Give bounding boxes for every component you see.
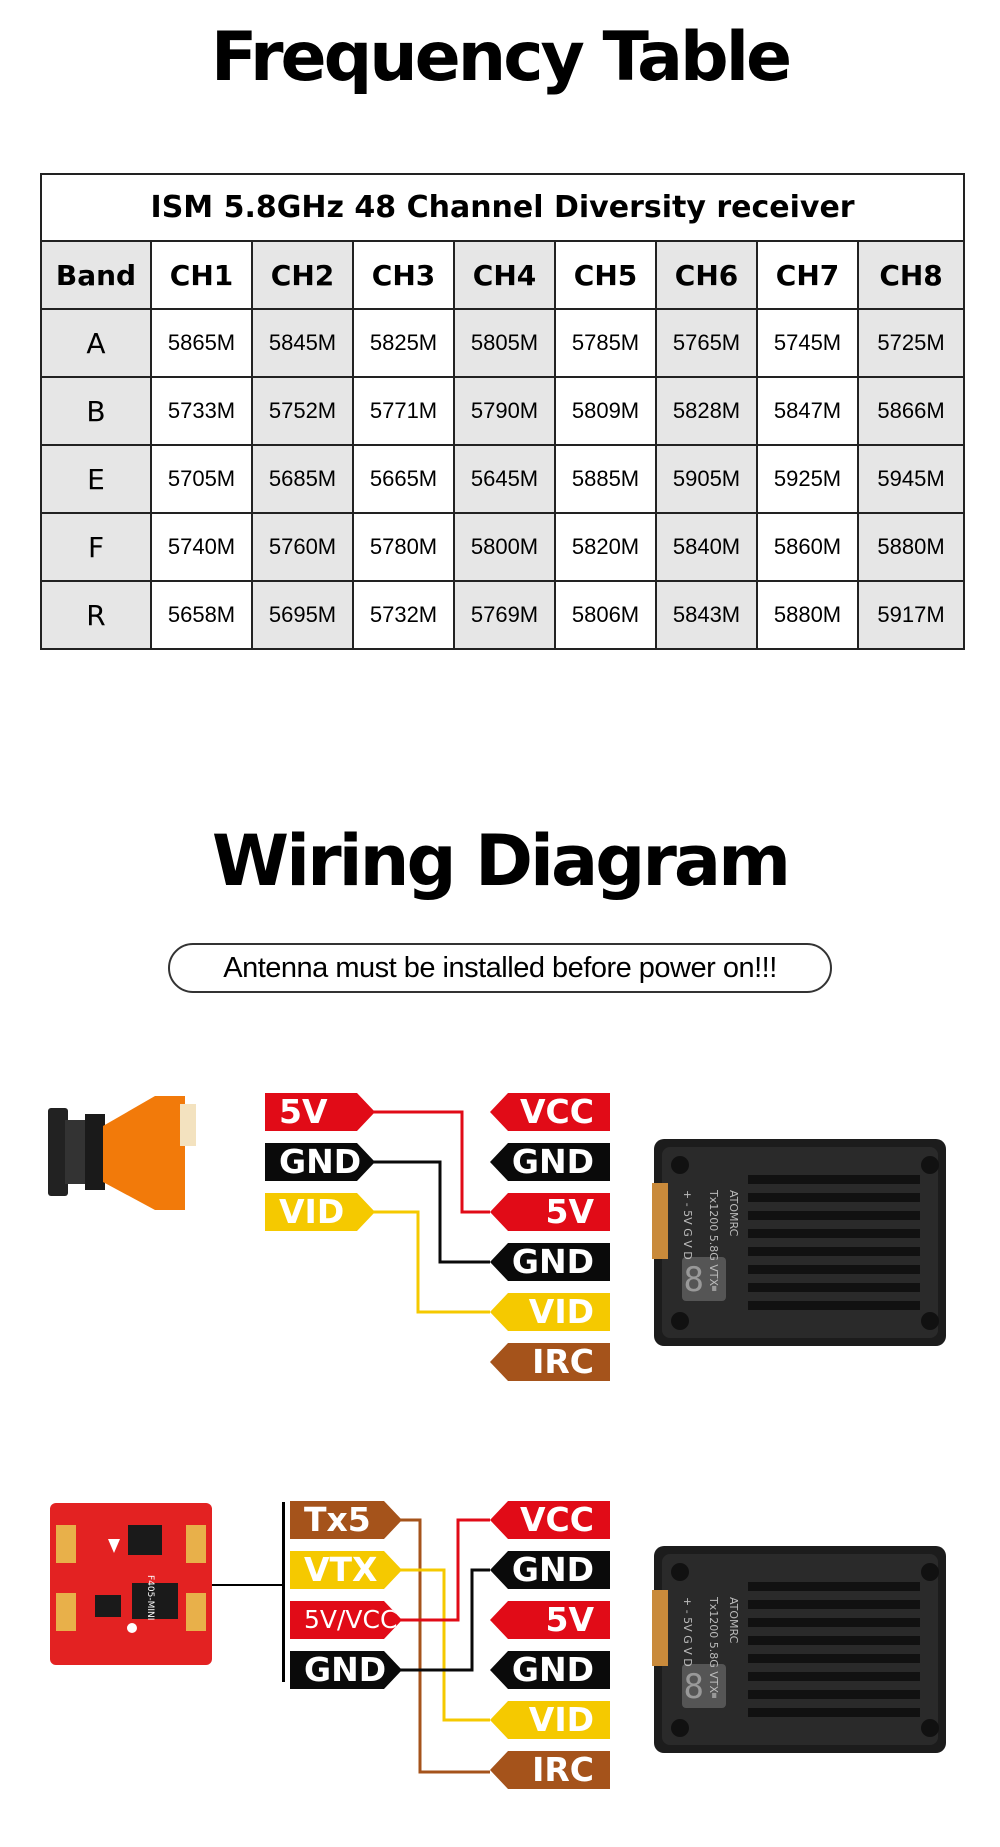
frequency-cell: 5771M bbox=[352, 376, 455, 446]
frequency-cell: 5828M bbox=[655, 376, 758, 446]
flight-controller-image: F405-MINI bbox=[50, 1503, 212, 1665]
frequency-cell: 5685M bbox=[251, 444, 354, 514]
frequency-cell: 5866M bbox=[856, 376, 966, 446]
channel-header: CH6 bbox=[655, 240, 758, 310]
frequency-cell: 5843M bbox=[655, 580, 758, 650]
frequency-cell: 5840M bbox=[655, 512, 758, 582]
pin-tag-5v-vcc: 5V/VCC bbox=[290, 1601, 402, 1639]
frequency-table: ISM 5.8GHz 48 Channel Diversity receiver… bbox=[39, 173, 966, 650]
vtx-pin-labels: + - 5V G V D bbox=[681, 1190, 694, 1260]
vtx-pin-labels: + - 5V G V D bbox=[681, 1597, 694, 1667]
frequency-cell: 5645M bbox=[453, 444, 556, 514]
frequency-cell: 5752M bbox=[251, 376, 354, 446]
antenna-warning: Antenna must be installed before power o… bbox=[168, 943, 832, 993]
frequency-cell: 5765M bbox=[655, 308, 758, 378]
pin-tag-5v: 5V bbox=[490, 1601, 610, 1639]
frequency-cell: 5769M bbox=[453, 580, 556, 650]
frequency-cell: 5825M bbox=[352, 308, 455, 378]
vtx-display: 8. bbox=[684, 1667, 725, 1707]
band-header: Band bbox=[40, 240, 152, 310]
frequency-cell: 5847M bbox=[756, 376, 859, 446]
frequency-cell: 5665M bbox=[352, 444, 455, 514]
frequency-cell: 5780M bbox=[352, 512, 455, 582]
frequency-cell: 5760M bbox=[251, 512, 354, 582]
vtx-model: Tx1200 5.8G VTX bbox=[707, 1189, 720, 1286]
fc-label: F405-MINI bbox=[145, 1575, 155, 1620]
frequency-cell: 5820M bbox=[554, 512, 657, 582]
frequency-cell: 5705M bbox=[150, 444, 253, 514]
frequency-cell: 5880M bbox=[756, 580, 859, 650]
frequency-cell: 5800M bbox=[453, 512, 556, 582]
pin-tag-vtx: VTX bbox=[290, 1551, 402, 1589]
fc-connector-line bbox=[212, 1584, 284, 1586]
frequency-cell: 5905M bbox=[655, 444, 758, 514]
band-cell: R bbox=[40, 580, 152, 650]
channel-header: CH8 bbox=[856, 240, 966, 310]
frequency-cell: 5806M bbox=[554, 580, 657, 650]
pin-tag-gnd: GND bbox=[490, 1551, 610, 1589]
pin-tag-vid: VID bbox=[265, 1193, 375, 1231]
channel-header: CH3 bbox=[352, 240, 455, 310]
frequency-cell: 5860M bbox=[756, 512, 859, 582]
frequency-cell: 5733M bbox=[150, 376, 253, 446]
frequency-cell: 5725M bbox=[856, 308, 966, 378]
pin-tag-gnd: GND bbox=[265, 1143, 375, 1181]
frequency-cell: 5880M bbox=[856, 512, 966, 582]
frequency-cell: 5945M bbox=[856, 444, 966, 514]
frequency-cell: 5695M bbox=[251, 580, 354, 650]
pin-tag-5v: 5V bbox=[265, 1093, 375, 1131]
band-cell: B bbox=[40, 376, 152, 446]
pin-tag-irc: IRC bbox=[490, 1343, 610, 1381]
channel-header: CH1 bbox=[150, 240, 253, 310]
channel-header: CH5 bbox=[554, 240, 657, 310]
pin-tag-gnd: GND bbox=[290, 1651, 402, 1689]
frequency-cell: 5925M bbox=[756, 444, 859, 514]
frequency-cell: 5845M bbox=[251, 308, 354, 378]
wiring-diagram-title: Wiring Diagram bbox=[211, 820, 791, 902]
frequency-table-title: Frequency Table bbox=[210, 18, 792, 97]
band-cell: A bbox=[40, 308, 152, 378]
table-caption: ISM 5.8GHz 48 Channel Diversity receiver bbox=[39, 173, 966, 242]
pin-tag-5v: 5V bbox=[490, 1193, 610, 1231]
pin-tag-vid: VID bbox=[490, 1293, 610, 1331]
frequency-cell: 5745M bbox=[756, 308, 859, 378]
pin-tag-tx5: Tx5 bbox=[290, 1501, 402, 1539]
frequency-cell: 5740M bbox=[150, 512, 253, 582]
pin-tag-irc: IRC bbox=[490, 1751, 610, 1789]
frequency-cell: 5805M bbox=[453, 308, 556, 378]
pin-tag-gnd: GND bbox=[490, 1243, 610, 1281]
band-cell: F bbox=[40, 512, 152, 582]
frequency-cell: 5917M bbox=[856, 580, 966, 650]
frequency-cell: 5658M bbox=[150, 580, 253, 650]
channel-header: CH2 bbox=[251, 240, 354, 310]
frequency-cell: 5785M bbox=[554, 308, 657, 378]
vtx-model: Tx1200 5.8G VTX bbox=[707, 1596, 720, 1693]
vtx-display: 8. bbox=[684, 1260, 725, 1300]
channel-header: CH7 bbox=[756, 240, 859, 310]
channel-header: CH4 bbox=[453, 240, 556, 310]
frequency-cell: 5865M bbox=[150, 308, 253, 378]
vtx-brand: ATOMRC bbox=[727, 1597, 740, 1644]
vtx-image-bottom: 8. ATOMRC Tx1200 5.8G VTX + - 5V G V D bbox=[652, 1546, 946, 1753]
pin-tag-vcc: VCC bbox=[490, 1501, 610, 1539]
pin-tag-vid: VID bbox=[490, 1701, 610, 1739]
vtx-image-top: 8. ATOMRC Tx1200 5.8G VTX + - 5V G V D bbox=[652, 1139, 946, 1346]
pin-tag-gnd: GND bbox=[490, 1143, 610, 1181]
camera-image bbox=[48, 1096, 196, 1210]
frequency-cell: 5732M bbox=[352, 580, 455, 650]
frequency-cell: 5790M bbox=[453, 376, 556, 446]
frequency-cell: 5809M bbox=[554, 376, 657, 446]
band-cell: E bbox=[40, 444, 152, 514]
pin-tag-gnd: GND bbox=[490, 1651, 610, 1689]
vtx-brand: ATOMRC bbox=[727, 1190, 740, 1237]
fc-bracket bbox=[282, 1502, 285, 1682]
frequency-cell: 5885M bbox=[554, 444, 657, 514]
pin-tag-vcc: VCC bbox=[490, 1093, 610, 1131]
